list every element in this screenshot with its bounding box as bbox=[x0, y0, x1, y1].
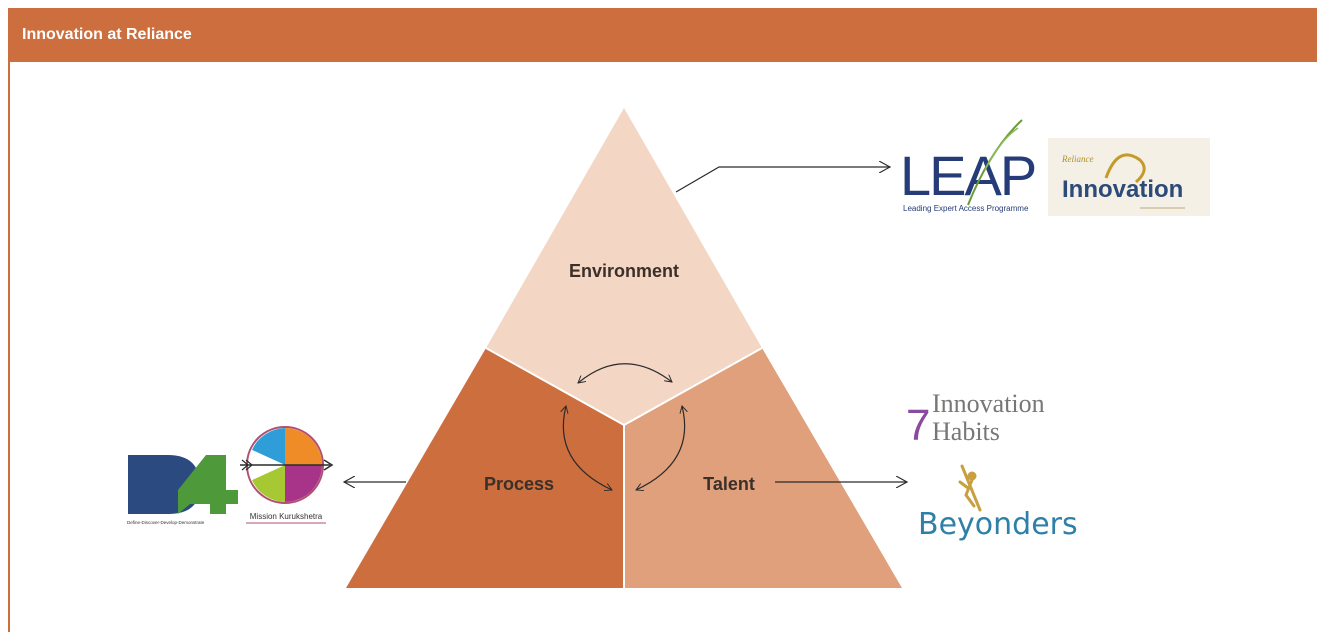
d4-logo: Define-Discover-Develop-Demonstrate bbox=[127, 455, 238, 525]
page-title: Innovation at Reliance bbox=[22, 26, 192, 43]
seven-habits-logo: 7 Innovation Habits bbox=[906, 389, 1045, 450]
header-bar: Innovation at Reliance bbox=[8, 8, 1317, 62]
environment-connector-arrow bbox=[675, 167, 890, 193]
reliance-small-text: Reliance bbox=[1061, 154, 1093, 164]
talent-label: Talent bbox=[703, 474, 755, 494]
mission-kurukshetra-logo: Mission Kurukshetra bbox=[240, 426, 334, 524]
four-numeral-icon bbox=[178, 455, 238, 514]
leap-logo: LEAP Leading Expert Access Programme bbox=[900, 119, 1037, 213]
seven-numeral: 7 bbox=[906, 401, 930, 450]
cycle-arrow-right bbox=[636, 406, 685, 490]
leap-caption: Leading Expert Access Programme bbox=[903, 204, 1029, 213]
process-label: Process bbox=[484, 474, 554, 494]
left-border bbox=[8, 62, 10, 632]
cycle-arrow-left bbox=[563, 406, 612, 490]
habits-line2: Habits bbox=[932, 417, 1000, 446]
process-segment bbox=[346, 348, 624, 588]
beyonders-wordmark: Beyonders bbox=[918, 507, 1078, 542]
habits-line1: Innovation bbox=[932, 389, 1045, 418]
beyonders-logo: Beyonders bbox=[918, 464, 1078, 542]
environment-label: Environment bbox=[569, 261, 679, 281]
innovation-wordmark: Innovation bbox=[1062, 176, 1183, 203]
cycle-arrow-top bbox=[578, 363, 672, 383]
environment-segment bbox=[486, 108, 762, 425]
infinity-icon bbox=[1104, 153, 1146, 184]
talent-segment bbox=[624, 348, 902, 588]
leap-wordmark: LEAP bbox=[900, 144, 1035, 207]
reliance-innovation-logo: Reliance Innovation bbox=[1048, 138, 1210, 216]
pole-vaulter-icon bbox=[958, 464, 982, 512]
d4-caption: Define-Discover-Develop-Demonstrate bbox=[127, 520, 205, 525]
mission-caption: Mission Kurukshetra bbox=[250, 512, 323, 521]
